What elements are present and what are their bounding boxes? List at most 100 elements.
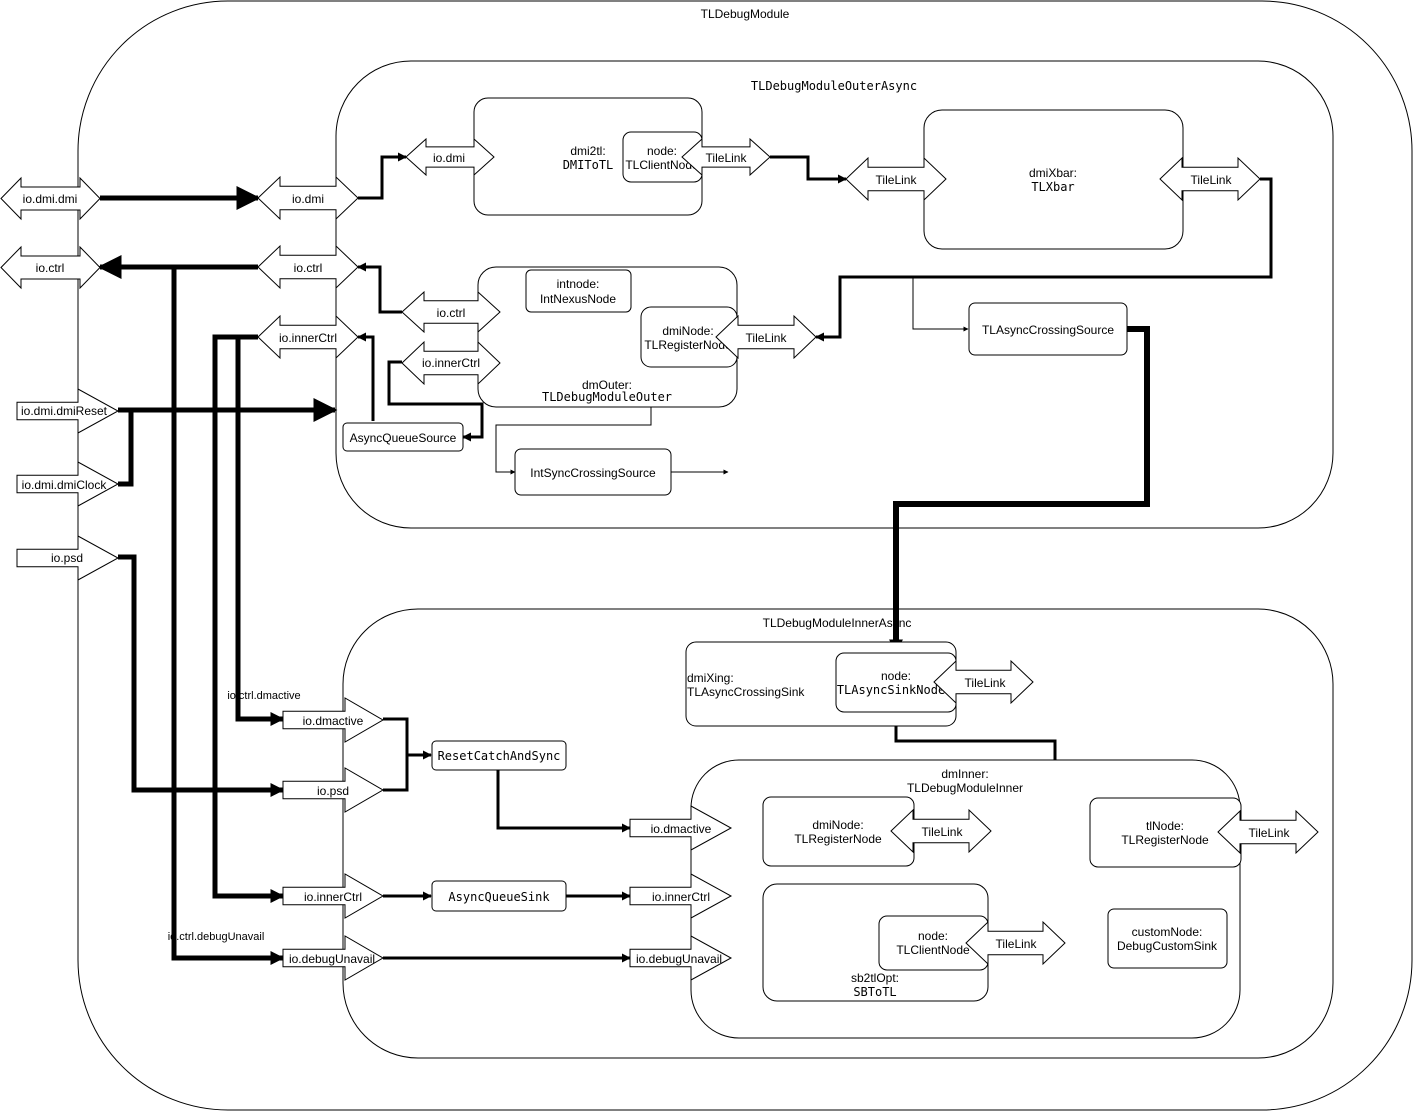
wire-ctrl-out (357, 262, 402, 314)
resetcatch-label: ResetCatchAndSync (438, 749, 561, 763)
port-io-dmi-dmireset[interactable] (16, 388, 120, 434)
sb2tl-name: sb2tlOpt: (851, 971, 899, 985)
port-dmi2tl-io-dmi[interactable] (405, 137, 495, 177)
port-io-ctrl-label: io.ctrl (36, 261, 65, 275)
asyncqueue-source-block[interactable] (342, 422, 464, 452)
wire-xbar-to-dminode (815, 177, 1273, 342)
dminner-type: TLDebugModuleInner (907, 781, 1023, 795)
port-inner-io-psd-label: io.psd (317, 784, 349, 798)
resetcatch-block[interactable] (431, 740, 567, 771)
port-tlnode-tilelink[interactable] (1217, 809, 1319, 855)
port-inner-io-psd[interactable] (282, 767, 384, 813)
sb2tl-node-type: TLClientNode (896, 943, 970, 957)
port-dminner-io-debugunavail[interactable] (629, 935, 733, 981)
port-xbar-in-tilelink-label: TileLink (876, 173, 918, 187)
port-outer-io-innerctrl[interactable] (257, 314, 359, 360)
outer-async-container (335, 60, 1334, 529)
wire-innerctrl-to-inner (212, 334, 285, 903)
port-dminode-outer-tilelink-label: TileLink (746, 331, 788, 345)
port-inner-io-debugunavail[interactable] (282, 935, 384, 981)
tldebugmodule-title: TLDebugModule (701, 7, 790, 21)
port-sb2tl-tilelink[interactable] (965, 920, 1066, 966)
port-outer-io-innerctrl-label: io.innerCtrl (279, 331, 337, 345)
sb2tl-type: SBToTL (853, 985, 896, 999)
dmi2tl-name: dmi2tl: (570, 144, 605, 158)
dminode-inner-name: dmiNode: (812, 818, 863, 832)
wire-resetcatch-to-dminner (496, 770, 631, 833)
port-io-dmi-dmi[interactable] (0, 176, 101, 221)
port-io-dmi-dmiclock[interactable] (16, 461, 120, 507)
wire-dmi-to-dmi2tl (358, 152, 407, 200)
outer-async-title: TLDebugModuleOuterAsync (751, 79, 917, 93)
port-inner-io-innerctrl[interactable] (282, 873, 384, 919)
tlnode-type: TLRegisterNode (1121, 833, 1209, 847)
dminode-inner-type: TLRegisterNode (794, 832, 882, 846)
port-xbar-out-tilelink[interactable] (1159, 156, 1261, 202)
inner-async-title: TLDebugModuleInnerAsync (763, 616, 912, 630)
dmi2tl-node-type: TLClientNode (625, 158, 699, 172)
dmi2tl-node-label: node: (647, 144, 677, 158)
intsync-source-block[interactable] (514, 448, 672, 496)
dmi2tl-type: DMIToTL (563, 158, 614, 172)
wire-ctrl-dmactive (235, 334, 285, 726)
intnode-block[interactable] (525, 269, 632, 313)
port-io-psd-top-label: io.psd (51, 551, 83, 565)
port-outer-io-dmi-label: io.dmi (292, 192, 324, 206)
port-outer-io-dmi[interactable] (257, 175, 359, 221)
wire-dmi2tl-to-xbar (770, 155, 847, 184)
tlnode-name: tlNode: (1146, 819, 1184, 833)
port-dmi2tl-io-dmi-label: io.dmi (433, 151, 465, 165)
port-dminner-io-dmactive-label: io.dmactive (651, 822, 712, 836)
tlasync-source-block[interactable] (968, 302, 1128, 356)
label-ctrl-debugunavail: io.ctrl.debugUnavail (168, 931, 265, 943)
port-io-ctrl[interactable] (0, 245, 101, 290)
port-inner-io-dmactive[interactable] (282, 697, 384, 743)
dmixing-name: dmiXing: (687, 671, 734, 685)
asyncsink-node-type: TLAsyncSinkNode (837, 683, 945, 697)
port-dmi2tl-tilelink[interactable] (681, 137, 771, 177)
port-asyncsink-tilelink[interactable] (933, 659, 1034, 705)
asyncqueue-sink-block[interactable] (431, 880, 567, 912)
port-dminode-outer-tilelink[interactable] (715, 314, 817, 360)
port-dminode-inner-tilelink[interactable] (890, 808, 992, 854)
port-outer-io-ctrl-label: io.ctrl (294, 261, 323, 275)
port-dmouter-io-innerctrl[interactable] (401, 340, 501, 386)
customnode-name: customNode: (1132, 925, 1203, 939)
port-inner-io-innerctrl-label: io.innerCtrl (304, 890, 362, 904)
port-dminner-io-innerctrl-label: io.innerCtrl (652, 890, 710, 904)
port-io-psd-top[interactable] (16, 535, 120, 581)
port-xbar-in-tilelink[interactable] (845, 156, 947, 202)
customnode-block[interactable] (1107, 908, 1228, 969)
port-dminode-inner-tilelink-label: TileLink (922, 825, 964, 839)
wire-async-crossing (889, 326, 1150, 654)
dminner-name: dmInner: (941, 767, 988, 781)
port-dmi2tl-tilelink-label: TileLink (706, 151, 748, 165)
wire-ctrl-debugunavail (171, 267, 285, 965)
intsync-source-label: IntSyncCrossingSource (530, 466, 656, 480)
asyncqueue-source-label: AsyncQueueSource (350, 431, 457, 445)
port-io-dmi-dmi-label: io.dmi.dmi (23, 192, 78, 206)
port-asyncsink-tilelink-label: TileLink (965, 676, 1007, 690)
port-io-dmi-dmireset-label: io.dmi.dmiReset (21, 404, 108, 418)
sb2tl-node-label: node: (918, 929, 948, 943)
wire-innerctrl-to-aqsrc (387, 360, 484, 442)
port-io-dmi-dmiclock-label: io.dmi.dmiClock (22, 478, 108, 492)
port-inner-io-dmactive-label: io.dmactive (303, 714, 364, 728)
tlasync-source-label: TLAsyncCrossingSource (982, 323, 1114, 337)
ports-layer: io.dmi.dmi io.ctrl io.dmi.dmiReset io.dmi.d… (0, 137, 1319, 981)
port-dminner-io-debugunavail-label: io.debugUnavail (636, 952, 722, 966)
customnode-type: DebugCustomSink (1117, 939, 1218, 953)
dmouter-name: dmOuter: (582, 378, 632, 392)
port-dminner-io-innerctrl[interactable] (629, 873, 733, 919)
dmixing-type: TLAsyncCrossingSink (687, 685, 805, 699)
wire-to-tlasync-source (912, 277, 969, 332)
dmouter-type: TLDebugModuleOuter (542, 390, 672, 404)
port-outer-io-ctrl[interactable] (257, 244, 359, 290)
port-dminner-io-dmactive[interactable] (629, 805, 733, 851)
wire-psd (118, 554, 285, 797)
port-dmouter-io-innerctrl-label: io.innerCtrl (422, 356, 480, 370)
port-dmouter-io-ctrl[interactable] (401, 290, 501, 334)
intnode-name: intnode: (557, 277, 600, 291)
asyncqueue-sink-label: AsyncQueueSink (448, 890, 550, 904)
